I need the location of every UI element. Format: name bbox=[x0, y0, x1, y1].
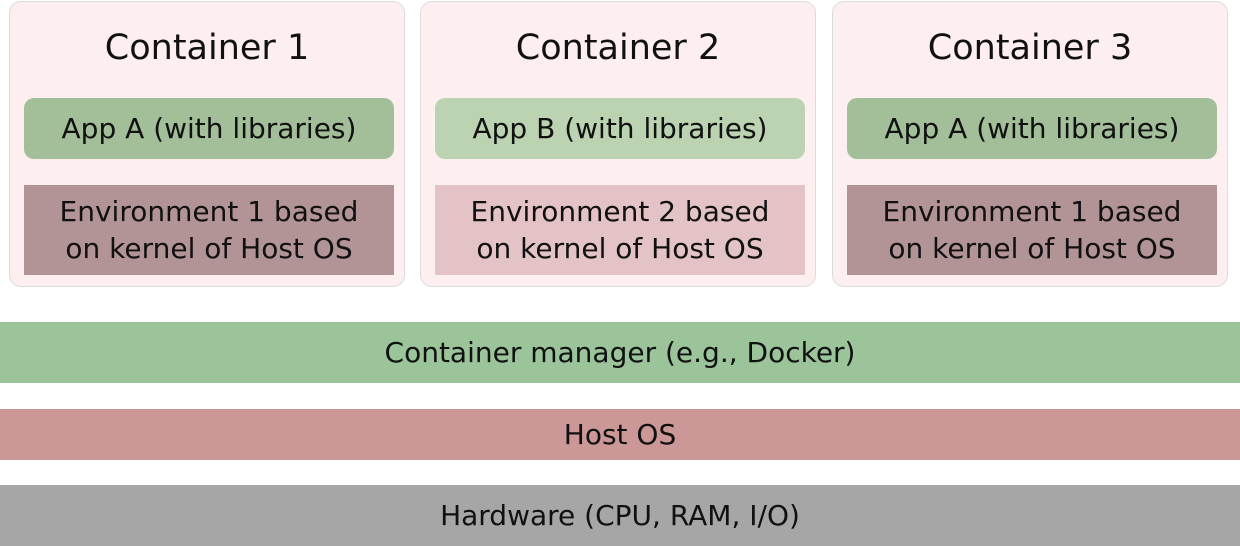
container-1-box: Container 1 App A (with libraries) Envir… bbox=[9, 1, 405, 287]
container-2-box: Container 2 App B (with libraries) Envir… bbox=[420, 1, 816, 287]
container-3-environment-line-1: Environment 1 based bbox=[882, 195, 1182, 228]
container-1-title: Container 1 bbox=[104, 28, 310, 68]
container-3-box: Container 3 App A (with libraries) Envir… bbox=[832, 1, 1228, 287]
container-manager-layer: Container manager (e.g., Docker) bbox=[0, 322, 1240, 383]
container-2-environment-line-2: on kernel of Host OS bbox=[476, 232, 764, 265]
container-2-title: Container 2 bbox=[515, 28, 721, 68]
container-1-environment-box: Environment 1 based on kernel of Host OS bbox=[24, 185, 394, 275]
container-2-environment-line-1: Environment 2 based bbox=[470, 195, 770, 228]
container-3-title: Container 3 bbox=[927, 28, 1133, 68]
hardware-layer: Hardware (CPU, RAM, I/O) bbox=[0, 485, 1240, 546]
container-2-environment-box: Environment 2 based on kernel of Host OS bbox=[435, 185, 805, 275]
container-3-environment-line-2: on kernel of Host OS bbox=[888, 232, 1176, 265]
container-3-environment-box: Environment 1 based on kernel of Host OS bbox=[847, 185, 1217, 275]
container-1-app-box: App A (with libraries) bbox=[24, 98, 394, 159]
host-os-layer: Host OS bbox=[0, 409, 1240, 460]
container-2-app-box: App B (with libraries) bbox=[435, 98, 805, 159]
container-3-app-box: App A (with libraries) bbox=[847, 98, 1217, 159]
container-1-environment-line-1: Environment 1 based bbox=[59, 195, 359, 228]
container-1-environment-line-2: on kernel of Host OS bbox=[65, 232, 353, 265]
